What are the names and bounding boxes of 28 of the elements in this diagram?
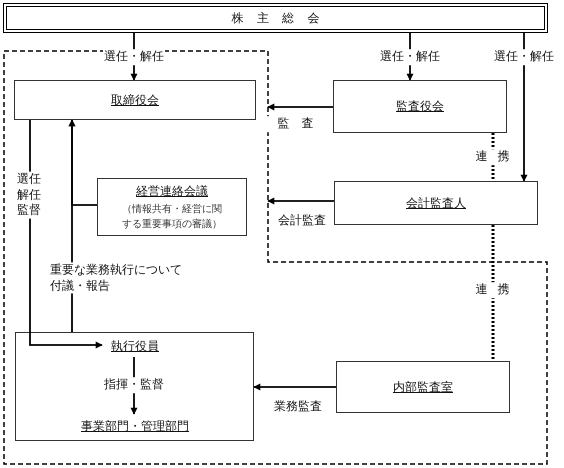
node-label: 事業部門・管理部門: [75, 418, 195, 435]
org-box: [14, 80, 256, 120]
edge-label: 指揮・監督: [103, 377, 165, 393]
org-box: [97, 178, 247, 236]
edge-label: 選任・解任: [103, 49, 165, 65]
box-title: 会計監査人: [406, 194, 466, 212]
arrow: [68, 119, 97, 206]
arrow: [520, 33, 528, 182]
dotted-connector: [492, 225, 494, 361]
box-subtitle: （情報共有・経営に関する重要事項の審議）: [121, 202, 223, 232]
arrow: [267, 198, 334, 204]
box-title: 経営連絡会議: [136, 182, 208, 200]
edge-label: 選任・解任: [379, 49, 441, 65]
org-box: [15, 332, 254, 441]
edge-label: 会計監査: [277, 213, 327, 229]
box-title: 取締役会: [111, 92, 159, 108]
org-box: [334, 181, 538, 225]
org-box: [336, 361, 510, 413]
arrow: [253, 384, 336, 390]
arrow: [267, 104, 333, 110]
node-label: 執行役員: [105, 338, 165, 355]
edge-label: 選任・解任: [493, 49, 555, 65]
box-title: 内部監査室: [393, 378, 453, 396]
meeting-box: [3, 3, 548, 33]
edge-label: 選任解任監督: [16, 172, 44, 218]
box-title: 監査役会: [396, 98, 444, 115]
org-box: [333, 80, 507, 133]
box-title: 株主総会: [232, 10, 332, 26]
